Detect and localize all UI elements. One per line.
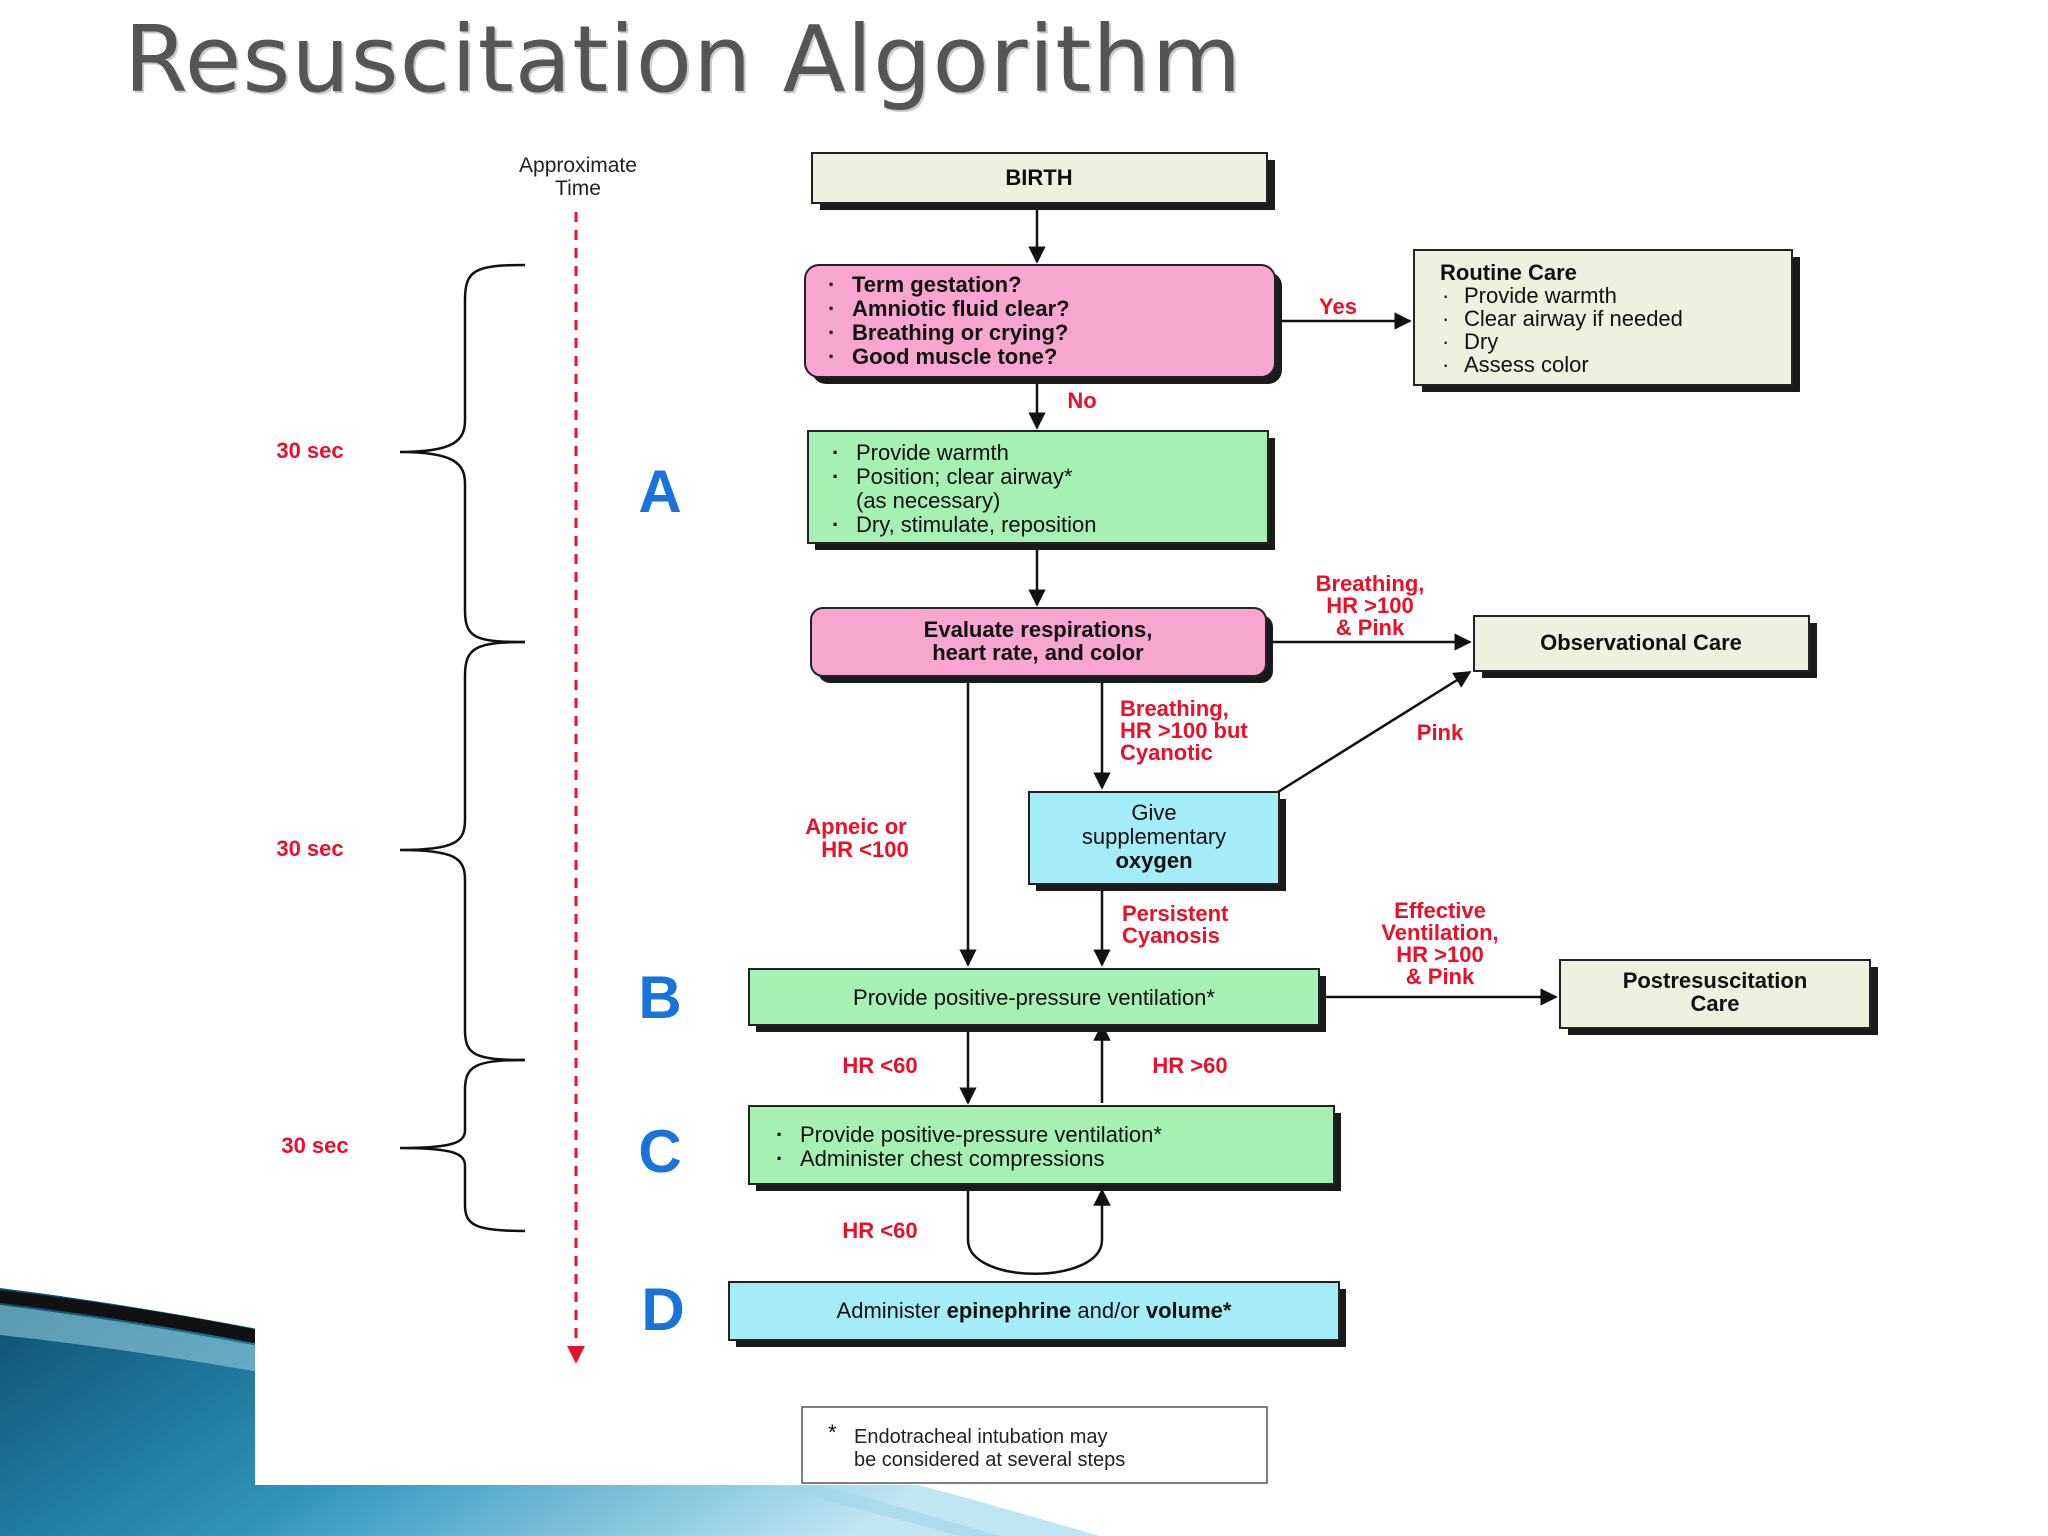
initial-step-item: (as necessary) [856, 488, 1000, 513]
ppv-label: Provide positive-pressure ventilation* [853, 985, 1215, 1010]
routine-care-item: Clear airway if needed [1464, 306, 1683, 331]
label-effective-ventilation: & Pink [1406, 964, 1475, 989]
box-birth: BIRTH [811, 152, 1275, 210]
label-pink: Pink [1417, 720, 1464, 745]
oxygen-line-2: supplementary [1082, 824, 1226, 849]
label-breathing-cyanotic: Breathing, [1120, 696, 1229, 721]
arrow-labels: Yes No Breathing, HR >100 & Pink Breathi… [805, 294, 1498, 1243]
interval-label-2: 30 sec [276, 836, 343, 861]
label-no: No [1067, 388, 1096, 413]
compressions-item: Administer chest compressions [800, 1146, 1104, 1171]
footnote-line-2: be considered at several steps [854, 1449, 1125, 1471]
label-effective-ventilation: HR >100 [1396, 942, 1483, 967]
svg-text:·: · [1442, 283, 1449, 308]
box-medications: Administer epinephrine and/or volume* [728, 1281, 1346, 1347]
svg-text:·: · [832, 464, 839, 489]
label-hr-lt-60-b: HR <60 [842, 1053, 917, 1078]
svg-text:·: · [776, 1122, 783, 1147]
label-breathing-cyanotic: HR >100 but [1120, 718, 1248, 743]
routine-care-item: Dry [1464, 329, 1498, 354]
birth-label: BIRTH [1005, 165, 1072, 190]
assessment-item: Term gestation? [852, 272, 1022, 297]
corner-swoosh-dark-edge [0, 1290, 560, 1420]
evaluate-line-1: Evaluate respirations, [924, 617, 1153, 642]
svg-text:·: · [828, 320, 835, 345]
label-persistent-cyanosis: Persistent [1122, 901, 1229, 926]
brace-interval-2 [399, 640, 526, 1062]
timeline-header-line-1: Approximate [519, 154, 637, 177]
box-initial-steps: Provide warmth Position; clear airway* (… [807, 430, 1275, 550]
label-breathing-cyanotic: Cyanotic [1120, 740, 1213, 765]
compressions-item: Provide positive-pressure ventilation* [800, 1122, 1162, 1147]
box-supplementary-oxygen: Give supplementary oxygen [1028, 791, 1286, 891]
step-letter-c: C [638, 1118, 681, 1185]
assessment-item: Good muscle tone? [852, 344, 1057, 369]
box-ppv-compressions: Provide positive-pressure ventilation* A… [748, 1105, 1341, 1191]
label-persistent-cyanosis: Cyanosis [1122, 923, 1220, 948]
oxygen-line-1: Give [1131, 800, 1176, 825]
assessment-item: Amniotic fluid clear? [852, 296, 1070, 321]
step-letter-b: B [638, 964, 681, 1031]
box-observational-care: Observational Care [1473, 615, 1817, 678]
step-letter-d: D [641, 1276, 684, 1343]
footnote-box: * Endotracheal intubation may be conside… [801, 1406, 1268, 1484]
interval-label-3: 30 sec [281, 1133, 348, 1158]
label-yes: Yes [1319, 294, 1357, 319]
label-apneic: HR <100 [821, 837, 908, 862]
brace-interval-3 [399, 1058, 526, 1233]
arrow-compressions-loop-medications [966, 1187, 1111, 1275]
step-letter-a: A [638, 458, 681, 525]
postresuscitation-line-2: Care [1691, 991, 1740, 1016]
timeline: Approximate Time 30 sec 30 sec 30 sec [276, 154, 637, 1364]
label-breathing-pink: Breathing, [1316, 571, 1425, 596]
label-breathing-pink: & Pink [1336, 615, 1405, 640]
evaluate-line-2: heart rate, and color [932, 640, 1144, 665]
postresuscitation-line-1: Postresuscitation [1623, 968, 1808, 993]
slide-title: Resuscitation Algorithm [124, 6, 1243, 113]
label-hr-lt-60-c: HR <60 [842, 1218, 917, 1243]
initial-step-item: Provide warmth [856, 440, 1009, 465]
interval-label-1: 30 sec [276, 438, 343, 463]
label-apneic: Apneic or [805, 814, 907, 839]
label-breathing-pink: HR >100 [1326, 593, 1413, 618]
footnote-line-1: Endotracheal intubation may [854, 1426, 1108, 1448]
box-routine-care: Routine Care Provide warmth Clear airway… [1413, 249, 1800, 392]
footnote-star: * [828, 1420, 837, 1445]
svg-text:·: · [1442, 329, 1449, 354]
connectors [959, 206, 1558, 1275]
medications-label: Administer epinephrine and/or volume* [837, 1298, 1232, 1323]
svg-text:·: · [828, 344, 835, 369]
svg-text:·: · [828, 272, 835, 297]
observational-care-label: Observational Care [1540, 630, 1742, 655]
routine-care-item: Assess color [1464, 352, 1589, 377]
svg-text:·: · [1442, 352, 1449, 377]
oxygen-line-3: oxygen [1115, 848, 1192, 873]
svg-text:·: · [832, 440, 839, 465]
brace-interval-1 [399, 263, 526, 644]
svg-text:·: · [828, 296, 835, 321]
box-ppv: Provide positive-pressure ventilation* [748, 968, 1326, 1032]
initial-step-item: Position; clear airway* [856, 464, 1073, 489]
svg-text:·: · [776, 1146, 783, 1171]
label-effective-ventilation: Ventilation, [1381, 920, 1498, 945]
box-evaluate: Evaluate respirations, heart rate, and c… [810, 607, 1273, 683]
routine-care-title: Routine Care [1440, 260, 1577, 285]
svg-text:·: · [1442, 306, 1449, 331]
box-postresuscitation-care: Postresuscitation Care [1559, 959, 1878, 1035]
label-effective-ventilation: Effective [1394, 898, 1486, 923]
initial-step-item: Dry, stimulate, reposition [856, 512, 1096, 537]
assessment-item: Breathing or crying? [852, 320, 1068, 345]
box-initial-assessment: Term gestation? Amniotic fluid clear? Br… [804, 264, 1282, 384]
routine-care-item: Provide warmth [1464, 283, 1617, 308]
timeline-header-line-2: Time [555, 177, 601, 200]
svg-text:·: · [832, 512, 839, 537]
label-hr-gt-60: HR >60 [1152, 1053, 1227, 1078]
arrow-oxygen-to-observational-care [1277, 670, 1472, 794]
